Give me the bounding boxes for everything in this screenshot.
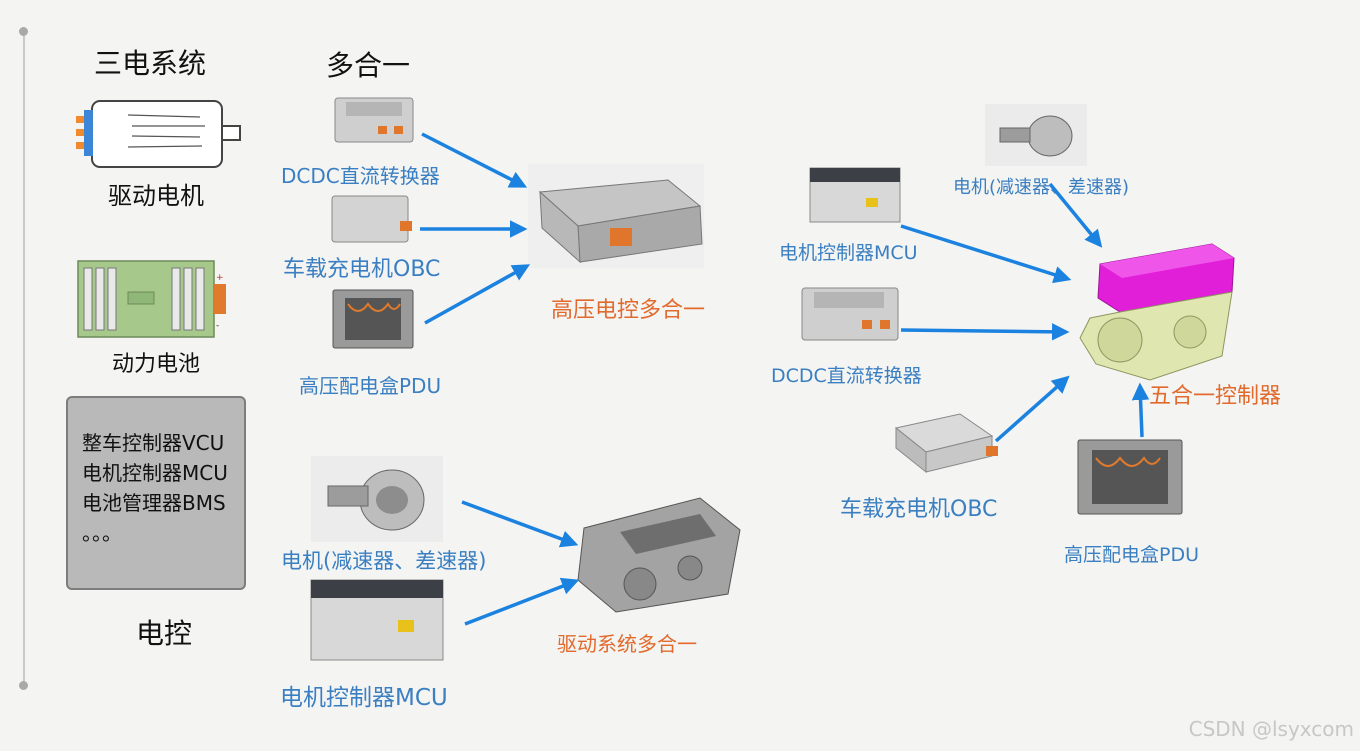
- label-dcdc-middle: DCDC直流转换器: [281, 164, 440, 188]
- timeline-dot-bottom: [19, 681, 28, 690]
- arrow-mcu-to-drive: [464, 577, 580, 626]
- arrow-mcu-to-five: [900, 224, 1072, 284]
- battery-illustration: + -: [77, 260, 226, 338]
- motor-illustration: [76, 100, 241, 168]
- label-drive-integrated: 驱动系统多合一: [557, 632, 697, 656]
- ecu-line-mcu: 电机控制器MCU: [82, 461, 228, 485]
- pdu-picture-right: [1077, 439, 1183, 515]
- watermark: CSDN @lsyxcom: [1188, 717, 1354, 741]
- label-obc-middle: 车载充电机OBC: [283, 257, 441, 282]
- label-power-battery: 动力电池: [112, 352, 201, 377]
- label-five-in-one: 五合一控制器: [1149, 384, 1282, 409]
- arrow-dcdc-to-hv: [421, 132, 528, 188]
- timeline-dot-top: [19, 27, 28, 36]
- label-drive-motor: 驱动电机: [108, 182, 204, 210]
- motor-picture-middle: [311, 456, 443, 542]
- svg-text:+: +: [216, 273, 224, 283]
- arrow-dcdc-to-five: [900, 323, 1070, 341]
- label-pdu-middle: 高压配电盒PDU: [299, 374, 442, 398]
- label-obc-right: 车载充电机OBC: [840, 497, 998, 522]
- dcdc-picture-right: [801, 287, 899, 341]
- arrow-motor-to-five: [1048, 182, 1103, 248]
- label-mcu-right: 电机控制器MCU: [779, 242, 918, 264]
- label-hv-integrated: 高压电控多合一: [551, 298, 706, 323]
- arrow-motor-to-drive: [461, 500, 579, 548]
- ecu-line-bms: 电池管理器BMS: [82, 491, 226, 515]
- label-mcu-middle: 电机控制器MCU: [280, 685, 448, 711]
- timeline-line: [23, 30, 25, 686]
- ecu-box: 整车控制器VCU 电机控制器MCU 电池管理器BMS 。。。: [66, 396, 246, 590]
- mcu-picture-middle: [310, 579, 444, 661]
- label-electric-control: 电控: [136, 617, 193, 650]
- arrow-pdu-to-hv: [424, 264, 531, 325]
- arrow-pdu-to-five: [1131, 382, 1150, 438]
- section-title-multi-in-one: 多合一: [326, 49, 411, 82]
- ecu-line-vcu: 整车控制器VCU: [82, 431, 225, 455]
- five-in-one-picture: [1079, 243, 1235, 381]
- label-motor-middle: 电机(减速器、差速器): [281, 549, 487, 573]
- dcdc-picture-middle: [334, 97, 414, 143]
- hv-integrated-picture: [528, 164, 704, 268]
- label-motor-right: 电机(减速器、差速器): [953, 177, 1130, 198]
- label-pdu-right: 高压配电盒PDU: [1064, 544, 1199, 566]
- pdu-picture-middle: [332, 289, 414, 349]
- section-title-three-electric: 三电系统: [94, 47, 207, 80]
- drive-integrated-picture: [577, 497, 741, 613]
- ecu-line-more: 。。。: [82, 521, 122, 545]
- label-dcdc-right: DCDC直流转换器: [771, 365, 922, 387]
- mcu-picture-right: [809, 167, 901, 223]
- obc-picture-right: [894, 413, 998, 474]
- arrow-obc-to-five: [994, 375, 1070, 443]
- svg-text:-: -: [216, 321, 219, 331]
- motor-picture-right: [985, 104, 1087, 166]
- obc-picture-middle: [331, 195, 412, 243]
